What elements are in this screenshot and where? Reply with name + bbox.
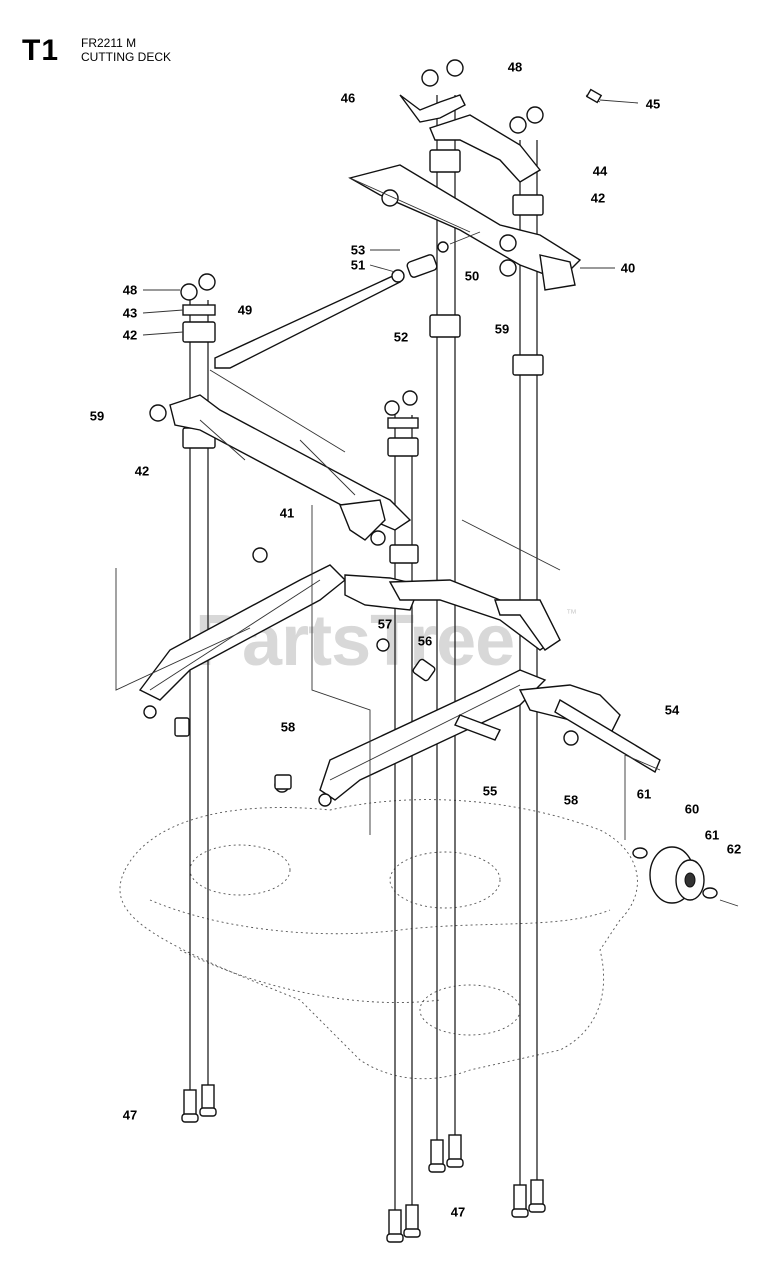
watermark-trademark: ™ [566, 608, 577, 620]
hanger-arm-right [274, 669, 547, 807]
lift-shaft-41 [149, 394, 412, 546]
callout-45: 45 [645, 96, 661, 112]
callout-55: 55 [482, 783, 498, 799]
callout-57: 57 [377, 616, 393, 632]
callout-42-mid: 42 [134, 463, 150, 479]
leader-lines [142, 249, 615, 336]
diagram-title: CUTTING DECK [81, 50, 171, 64]
callout-54: 54 [664, 702, 680, 718]
callout-41: 41 [279, 505, 295, 521]
link-57 [344, 574, 561, 652]
callout-43: 43 [122, 305, 138, 321]
callout-42-top: 42 [590, 190, 606, 206]
callout-59-left: 59 [89, 408, 105, 424]
linkage-54 [454, 684, 661, 774]
callout-59-right: 59 [494, 321, 510, 337]
callout-40: 40 [620, 260, 636, 276]
bolts-47 [181, 1084, 546, 1243]
callout-58-left: 58 [280, 719, 296, 735]
right-nut [499, 259, 517, 277]
callout-53: 53 [350, 242, 366, 258]
hanger-arm-left [138, 547, 347, 737]
callout-61-left: 61 [636, 786, 652, 802]
callout-62: 62 [726, 841, 742, 857]
callout-61-right: 61 [704, 827, 720, 843]
callout-58-right: 58 [563, 792, 579, 808]
deck-outline [119, 799, 638, 1080]
model-number: FR2211 M [81, 36, 137, 50]
callout-44: 44 [592, 163, 608, 179]
callout-60: 60 [684, 801, 700, 817]
callout-49: 49 [237, 302, 253, 318]
callout-46: 46 [340, 90, 356, 106]
callout-48-left: 48 [122, 282, 138, 298]
callout-47-left: 47 [122, 1107, 138, 1123]
callout-42-left: 42 [122, 327, 138, 343]
callout-51: 51 [350, 257, 366, 273]
callout-56: 56 [417, 633, 433, 649]
bolts-58 [274, 774, 292, 790]
callout-50: 50 [464, 268, 480, 284]
section-code: T1 [22, 34, 60, 67]
callout-48-top: 48 [507, 59, 523, 75]
center-bracket-stack [384, 390, 419, 564]
rod-49 [214, 231, 481, 369]
reference-lines [115, 177, 561, 835]
spring-56 [412, 658, 436, 682]
callout-52: 52 [393, 329, 409, 345]
callout-47-bottom: 47 [450, 1204, 466, 1220]
roller-wheel [624, 754, 739, 907]
upper-lift-arm [348, 59, 639, 376]
